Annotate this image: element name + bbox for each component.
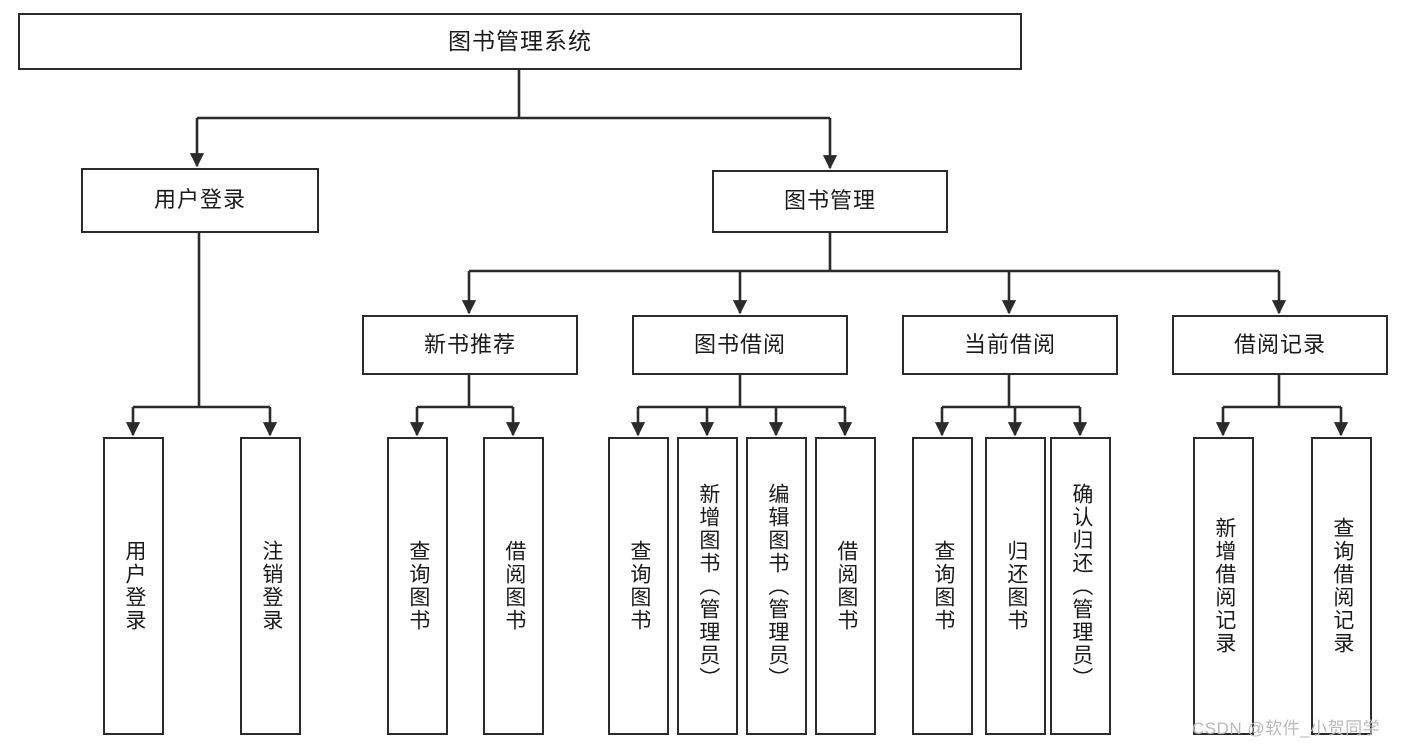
leaf-query-book-borrow[interactable]: 查询图书 bbox=[608, 437, 669, 735]
node-root[interactable]: 图书管理系统 bbox=[18, 13, 1022, 70]
csdn-watermark: CSDN @软件_小贺同学 bbox=[1192, 719, 1381, 738]
node-current-borrow[interactable]: 当前借阅 bbox=[902, 315, 1118, 375]
node-new-book-recommend[interactable]: 新书推荐 bbox=[362, 315, 578, 375]
leaf-logout[interactable]: 注销登录 bbox=[240, 437, 301, 735]
leaf-borrow-book-newbook[interactable]: 借阅图书 bbox=[483, 437, 544, 735]
node-user-login[interactable]: 用户登录 bbox=[81, 168, 319, 233]
node-book-management[interactable]: 图书管理 bbox=[712, 170, 948, 233]
leaf-query-book-current[interactable]: 查询图书 bbox=[912, 437, 973, 735]
leaf-user-login[interactable]: 用户登录 bbox=[103, 437, 164, 735]
leaf-query-book-newbook[interactable]: 查询图书 bbox=[387, 437, 448, 735]
leaf-edit-book-admin[interactable]: 编辑图书（管理员） bbox=[746, 437, 807, 735]
leaf-query-borrow-record[interactable]: 查询借阅记录 bbox=[1311, 437, 1372, 735]
leaf-add-book-admin[interactable]: 新增图书（管理员） bbox=[677, 437, 738, 735]
leaf-add-borrow-record[interactable]: 新增借阅记录 bbox=[1193, 437, 1254, 735]
leaf-confirm-return-admin[interactable]: 确认归还（管理员） bbox=[1050, 437, 1111, 735]
leaf-borrow-book[interactable]: 借阅图书 bbox=[815, 437, 876, 735]
node-book-borrow[interactable]: 图书借阅 bbox=[632, 315, 848, 375]
node-borrow-record[interactable]: 借阅记录 bbox=[1172, 315, 1388, 375]
leaf-return-book[interactable]: 归还图书 bbox=[985, 437, 1046, 735]
